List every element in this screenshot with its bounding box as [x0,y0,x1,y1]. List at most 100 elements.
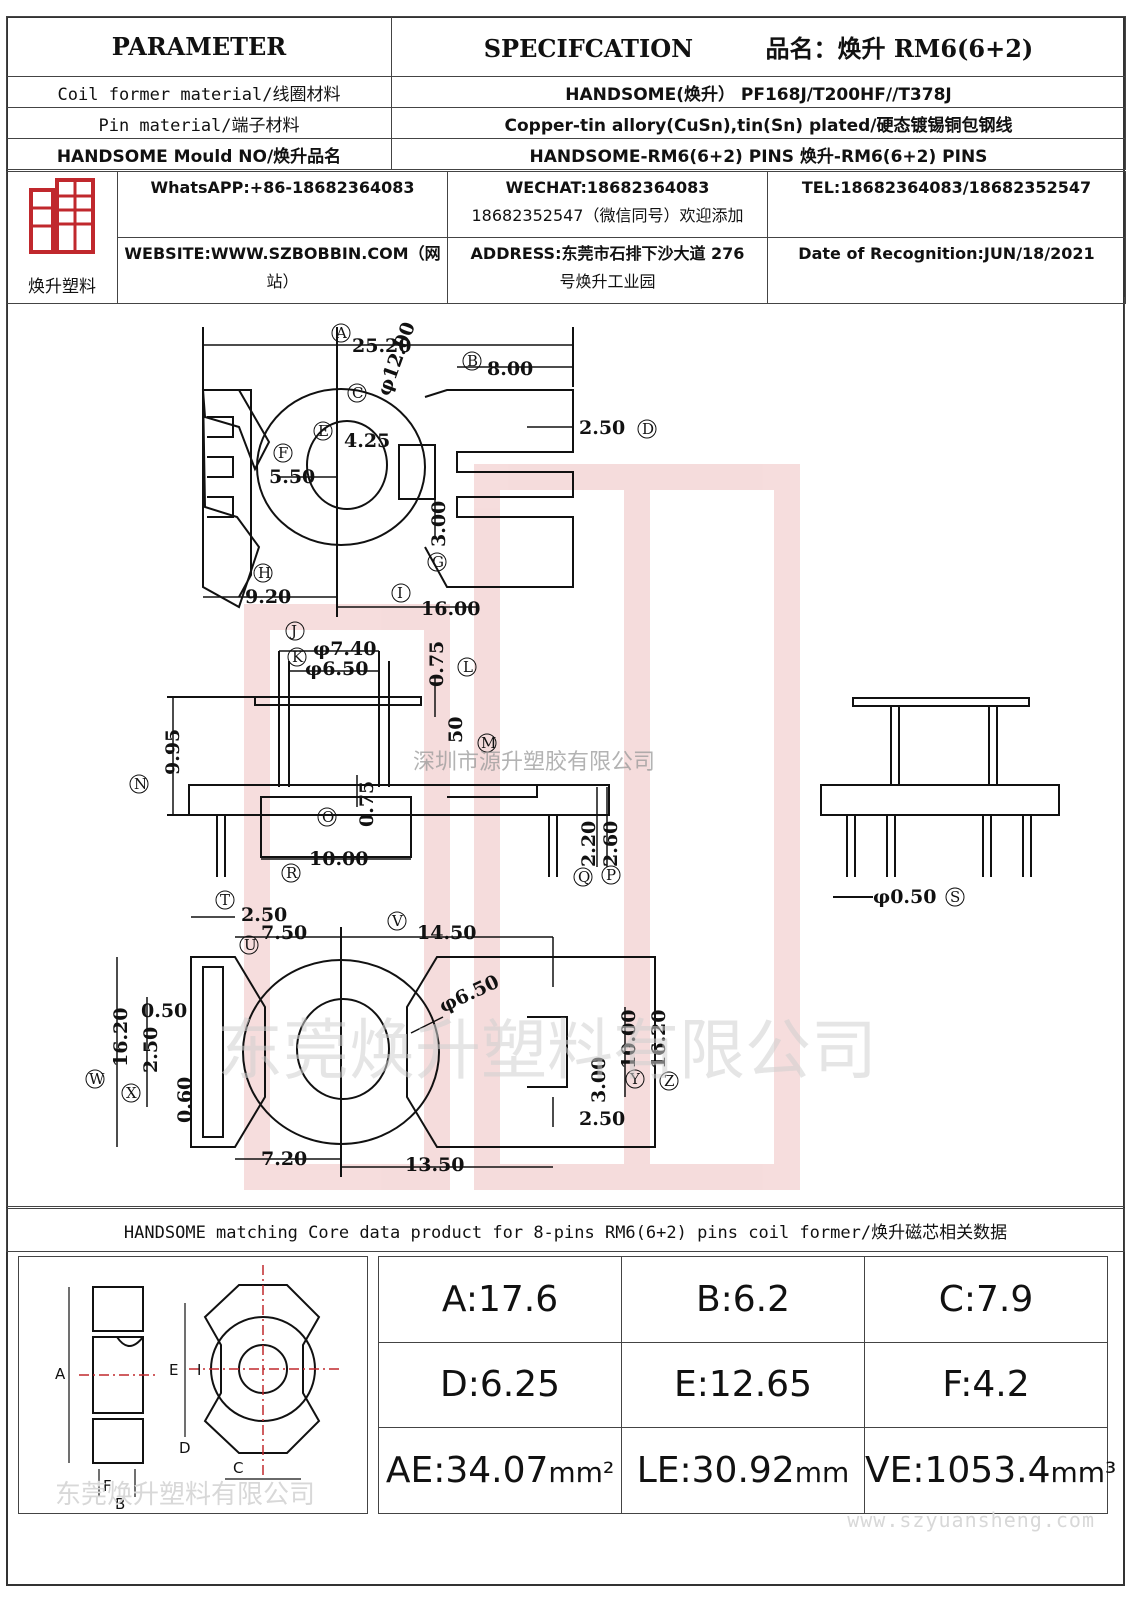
side-view-dimensions [172,650,608,867]
core-value-ae: AE:34.07mm² [378,1427,622,1514]
svg-text:Z: Z [664,1072,674,1090]
core-data-table: A:17.6 B:6.2 C:7.9 D:6.25 E:12.65 F:4.2 … [378,1256,1116,1514]
core-label-i: I [197,1361,201,1379]
dim-M: 50 [445,717,467,743]
svg-text:G: G [432,553,444,571]
dim-U: 7.50 [261,922,307,944]
svg-text:I: I [397,584,403,602]
svg-text:O: O [322,808,334,826]
dim-Q: 2.20 [578,821,600,867]
core-value-e: E:12.65 [621,1341,865,1429]
dim-D: 2.50 [579,417,625,439]
watermark-large: 东莞焕升塑料有限公司 [217,1012,877,1089]
dim-P: 2.60 [600,821,622,867]
parameter-heading: PARAMETER [6,16,392,77]
dim-G: 3.00 [428,501,450,547]
svg-text:M: M [481,734,496,752]
svg-text:X: X [126,1084,137,1102]
dim-F: 5.50 [269,466,315,488]
tel: TEL:18682364083/18682352547 [767,171,1126,238]
core-value-b: B:6.2 [621,1256,865,1343]
core-label-d: D [179,1439,191,1457]
footer-url-watermark: www.szyuansheng.com [847,1508,1095,1532]
dim-bottom-left: 7.20 [261,1148,307,1170]
watermark-small: 深圳市源升塑胶有限公司 [413,750,655,775]
company-logo: 焕升塑料 [6,171,118,304]
dim-W: 16.20 [110,1008,132,1068]
dim-O: 0.75 [356,781,378,827]
dim-N: 9.95 [162,729,184,775]
technical-drawing: 25.20 8.00 φ12.00 2.50 4.25 5.50 3.00 9.… [85,319,1060,1190]
svg-text:V: V [391,912,404,930]
svg-text:J: J [289,622,297,640]
svg-text:T: T [220,891,230,909]
row-value-mould-no: HANDSOME-RM6(6+2) PINS 焕升-RM6(6+2) PINS [391,138,1126,170]
core-value-d: D:6.25 [378,1341,622,1429]
matching-core-banner: HANDSOME matching Core data product for … [6,1208,1125,1252]
row-value-coil-former: HANDSOME(焕升） PF168J/T200HF//T378J [391,76,1126,108]
svg-text:K: K [292,648,304,666]
contact-table: 焕升塑料 WhatsAPP:+86-18682364083 WECHAT:186… [6,171,1126,304]
technical-drawing-area: 25.20 8.00 φ12.00 2.50 4.25 5.50 3.00 9.… [6,297,1125,1207]
dim-J: φ7.40 [313,638,376,660]
core-value-ve: VE:1053.4mm³ [864,1427,1116,1514]
date-of-recognition: Date of Recognition:JUN/18/2021 [767,237,1126,304]
dim-A: 25.20 [352,335,412,357]
svg-text:Q: Q [578,868,590,886]
dim-slot: 3.00 [588,1057,610,1103]
core-value-le: LE:30.92mm [621,1427,865,1514]
svg-text:D: D [642,420,654,438]
svg-text:U: U [244,936,257,954]
core-drawing: A B F E I D C 东莞焕升塑料有限公司 [18,1256,368,1514]
row-label-pin-material: Pin material/端子材料 [6,107,392,139]
dim-L: 0.75 [426,641,448,687]
specification-heading: SPECIFCATION 品名：焕升 RM6(6+2) [391,16,1126,77]
svg-text:W: W [89,1070,105,1088]
svg-text:C: C [352,384,363,402]
core-label-c: C [233,1459,243,1477]
svg-text:A: A [335,324,347,342]
svg-text:N: N [134,775,147,793]
dim-T: 2.50 [241,904,287,926]
core-watermark: 东莞焕升塑料有限公司 [55,1480,315,1510]
side-view [167,651,610,877]
svg-text:E: E [318,422,329,440]
row-label-mould-no: HANDSOME Mould NO/焕升品名 [6,138,392,170]
core-label-b: B [115,1495,125,1512]
logo-mark-icon [29,178,95,254]
svg-text:F: F [278,444,288,462]
core-label-e: E [169,1361,178,1379]
dim-C: φ12.00 [373,319,420,399]
svg-text:Y: Y [629,1070,641,1088]
logo-text: 焕升塑料 [28,277,96,297]
core-label-f: F [103,1477,112,1495]
dim-R: 10.00 [309,848,369,870]
svg-text:B: B [467,352,478,370]
svg-text:H: H [258,564,271,582]
dim-bottom-right: 13.50 [405,1154,465,1176]
specification-title: SPECIFCATION [483,34,694,63]
core-label-a: A [55,1365,66,1383]
core-value-c: C:7.9 [864,1256,1108,1343]
dim-X: 2.50 [140,1027,162,1073]
dim-K: φ6.50 [305,658,368,680]
website: WEBSITE:WWW.SZBOBBIN.COM（网站） [117,237,448,304]
dim-Z: 16.20 [648,1010,670,1070]
row-label-coil-former: Coil former material/线圈材料 [6,76,392,108]
top-view [201,327,574,617]
row-value-pin-material: Copper-tin allory(CuSn),tin(Sn) plated/硬… [391,107,1126,139]
dim-S: φ0.50 [873,886,936,908]
bottom-view-dimensions [116,916,656,1168]
dim-pin-pitch: 0.50 [141,1000,187,1022]
right-side-view [820,697,1060,898]
core-value-a: A:17.6 [378,1256,622,1343]
core-value-f: F:4.2 [864,1341,1108,1429]
dim-E: 4.25 [344,430,390,452]
side-view-labels: φ7.40 φ6.50 0.75 50 9.95 0.75 2.60 2.20 … [129,621,965,908]
dim-I: 16.00 [421,598,481,620]
product-name: 品名：焕升 RM6(6+2) [765,34,1034,63]
svg-text:S: S [950,888,960,906]
spec-table: PARAMETER SPECIFCATION 品名：焕升 RM6(6+2) Co… [6,16,1126,170]
